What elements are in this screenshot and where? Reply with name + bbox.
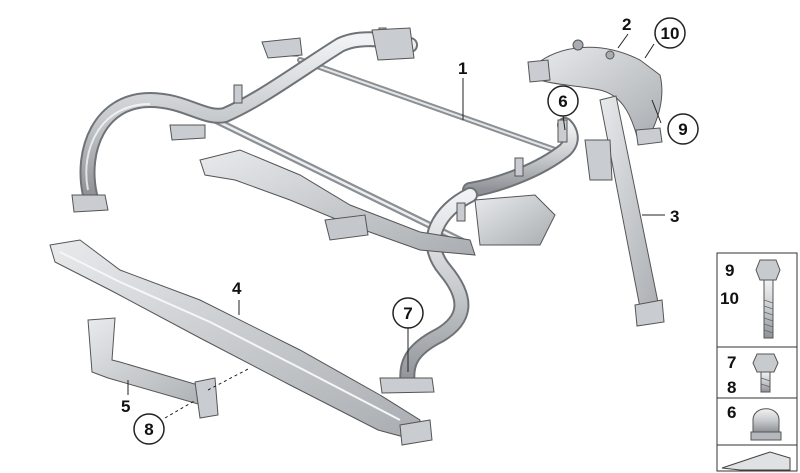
callout-4: 4 — [232, 279, 242, 298]
callout-circle-6: 6 — [547, 85, 579, 117]
callout-circle-10: 10 — [654, 17, 686, 49]
front-beam — [49, 239, 433, 446]
callout-2: 2 — [622, 15, 631, 34]
panel-label-8: 8 — [727, 378, 736, 397]
long-bolt-icon — [755, 259, 781, 339]
callout-7: 7 — [403, 304, 412, 323]
leader-lines — [127, 33, 665, 419]
long-strut — [584, 95, 665, 327]
wedge-clip-icon — [721, 451, 791, 471]
callout-10: 10 — [661, 24, 680, 43]
tubular-frame — [71, 27, 579, 394]
hardware-panel: 9 10 7 8 6 — [716, 252, 798, 472]
callout-8: 8 — [144, 420, 153, 439]
callout-circle-9: 9 — [667, 113, 699, 145]
short-bolt-icon — [752, 353, 779, 393]
panel-label-7: 7 — [727, 353, 736, 372]
callout-6: 6 — [558, 92, 567, 111]
panel-label-9: 9 — [725, 261, 734, 280]
callout-1: 1 — [458, 59, 467, 78]
small-bracket — [87, 317, 219, 419]
callout-circle-7: 7 — [392, 297, 424, 329]
middle-cross-member — [199, 149, 556, 256]
callout-5: 5 — [121, 397, 130, 416]
panel-label-6: 6 — [727, 403, 736, 422]
callout-3: 3 — [670, 207, 679, 226]
callout-circle-8: 8 — [133, 413, 165, 445]
panel-label-10: 10 — [720, 289, 739, 308]
cap-nut-icon — [750, 408, 782, 441]
callout-9: 9 — [678, 120, 687, 139]
upper-bracket — [527, 39, 663, 146]
